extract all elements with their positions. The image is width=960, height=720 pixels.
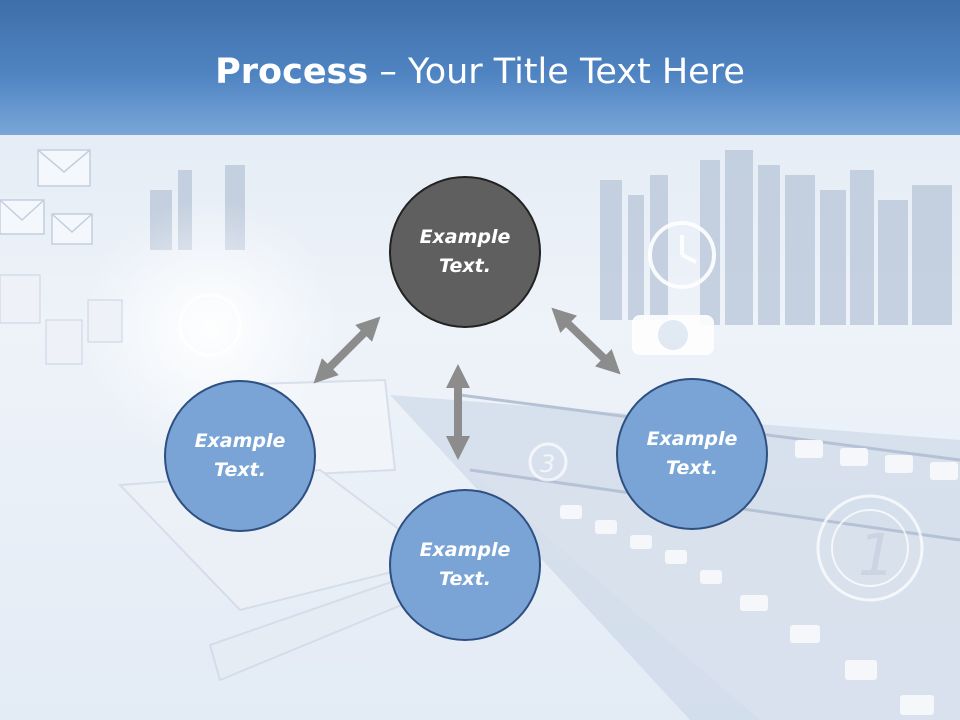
envelope-icons: [0, 149, 93, 245]
node-left-line2: Text.: [214, 459, 266, 481]
node-right-line1: Example: [646, 428, 738, 450]
svg-text:1: 1: [858, 521, 895, 589]
node-top-line1: Example: [419, 226, 511, 248]
camera-icon: [632, 315, 714, 355]
node-left-line1: Example: [194, 430, 286, 452]
clock-icon: [648, 221, 716, 289]
film-perforations: [560, 440, 958, 715]
city-skyline: [150, 150, 952, 325]
svg-text:3: 3: [540, 450, 555, 478]
avatar-tiles: [0, 274, 123, 365]
film-frame-3: 3: [528, 442, 568, 482]
slide-title[interactable]: Process – Your Title Text Here: [0, 52, 960, 92]
title-bar: [0, 0, 960, 135]
node-top-line2: Text.: [439, 255, 491, 277]
arrow-top-right: [551, 307, 621, 375]
title-rest-part: – Your Title Text Here: [368, 52, 745, 92]
film-frame-1: 1: [816, 494, 924, 602]
title-bold-part: Process: [215, 52, 369, 92]
node-bottom-line2: Text.: [439, 568, 491, 590]
node-right-line2: Text.: [666, 457, 718, 479]
arrow-top-left: [313, 316, 381, 384]
node-bottom-line1: Example: [419, 539, 511, 561]
